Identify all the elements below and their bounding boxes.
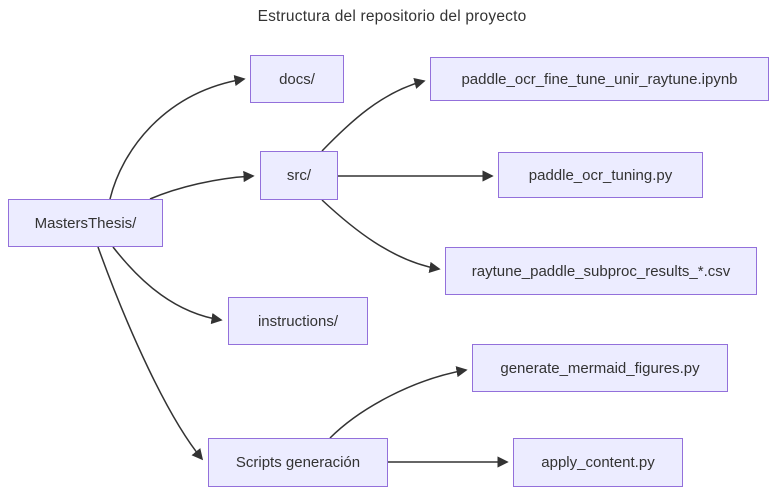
- node-instructions: instructions/: [228, 297, 368, 345]
- node-scripts: Scripts generación: [208, 438, 388, 487]
- node-ipynb: paddle_ocr_fine_tune_unir_raytune.ipynb: [430, 57, 769, 101]
- edge-root-scripts: [97, 246, 204, 461]
- diagram-title: Estructura del repositorio del proyecto: [257, 8, 527, 25]
- edge-scripts-genfig: [329, 366, 468, 439]
- edge-root-src: [149, 170, 255, 200]
- node-tuning-label: paddle_ocr_tuning.py: [528, 166, 673, 184]
- node-ipynb-label: paddle_ocr_fine_tune_unir_raytune.ipynb: [461, 70, 738, 88]
- node-src-label: src/: [286, 167, 312, 184]
- node-apply-label: apply_content.py: [541, 454, 655, 471]
- node-mastersthesis-label: MastersThesis/: [34, 214, 137, 232]
- node-apply: apply_content.py: [513, 438, 683, 487]
- node-genfig: generate_mermaid_figures.py: [472, 344, 728, 392]
- node-genfig-label: generate_mermaid_figures.py: [500, 359, 700, 377]
- edge-root-instructions: [112, 246, 223, 325]
- node-csv: raytune_paddle_subproc_results_*.csv: [445, 247, 757, 295]
- node-docs: docs/: [250, 55, 344, 103]
- edge-src-csv: [321, 199, 441, 273]
- edge-src-ipynb: [321, 77, 426, 152]
- edge-root-docs: [109, 75, 246, 200]
- node-scripts-label: Scripts generación: [235, 454, 361, 471]
- node-docs-label: docs/: [279, 70, 315, 88]
- node-tuning: paddle_ocr_tuning.py: [498, 152, 703, 198]
- node-instructions-label: instructions/: [257, 312, 339, 330]
- node-csv-label: raytune_paddle_subproc_results_*.csv: [471, 262, 731, 280]
- node-mastersthesis: MastersThesis/: [8, 199, 163, 247]
- node-src: src/: [260, 151, 338, 200]
